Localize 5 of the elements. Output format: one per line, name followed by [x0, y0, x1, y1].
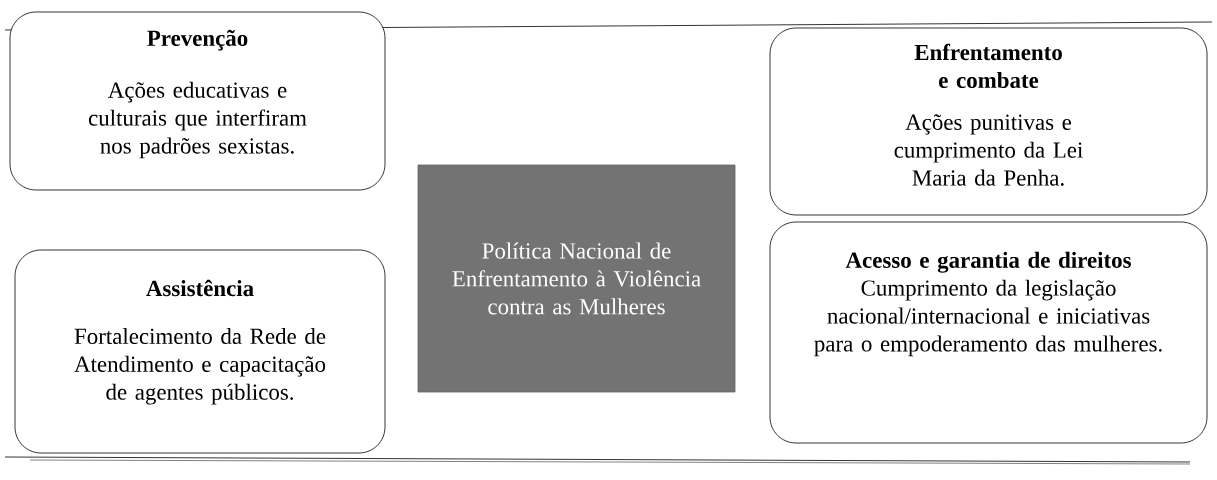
text-box: Enfrentamento e combate Ações punitivas e cumprimento da Lei Maria da Penha. — [769, 27, 1208, 216]
text-box: Prevenção Ações educativas e culturais que interfiram nos padrões sexistas. — [9, 11, 386, 191]
text-box: Assistência Fortalecimento da Rede de Atendimento e capacitação de agentes públicos. — [14, 249, 386, 454]
text-box: Acesso e garantia de direitos Cumprimento da legislação nacional/internacional e iniciativas para o empoderamento das mulheres. — [769, 221, 1208, 444]
title-box: Política Nacional de Enfrentamento à Violência contra as Mulheres — [417, 164, 736, 393]
